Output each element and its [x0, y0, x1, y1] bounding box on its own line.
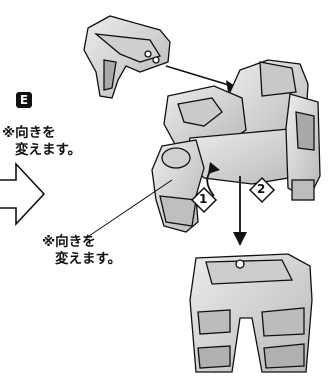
step-marker-2-label: 2: [257, 182, 266, 196]
orientation-note-bottom: ※向きを 変えます。: [42, 234, 121, 268]
rotate-arrow: [206, 162, 220, 197]
orientation-note-top: ※向きを 変えます。: [2, 125, 81, 159]
next-step-arrow: [0, 161, 46, 227]
leader-lines: [85, 179, 173, 239]
lower-body: [189, 253, 313, 373]
part-e-label: E: [16, 92, 32, 108]
torso-assembly: [163, 59, 321, 201]
note-bottom-line1: ※向きを: [42, 234, 96, 250]
step-marker-1: [190, 186, 218, 214]
part-e-letter: E: [19, 93, 29, 107]
note-bottom-line2: 変えます。: [55, 251, 122, 267]
down-arrow: [233, 176, 247, 246]
step-marker-2: [248, 176, 276, 204]
note-top-line1: ※向きを: [2, 125, 56, 141]
left-arm: [151, 139, 205, 233]
step-marker-1-label: 1: [199, 192, 208, 206]
note-top-line2: 変えます。: [15, 142, 82, 158]
part-e: [83, 15, 171, 99]
